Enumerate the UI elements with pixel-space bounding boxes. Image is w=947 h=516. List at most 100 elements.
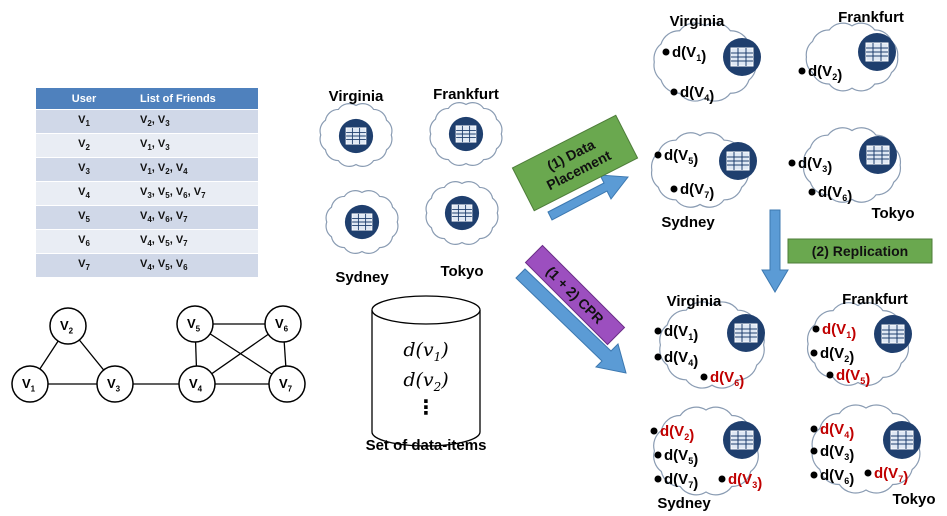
item-dot bbox=[810, 425, 818, 433]
replication-label: (2) Replication bbox=[787, 238, 933, 264]
placement-arrow bbox=[547, 174, 629, 221]
data-item-label: d(V4) bbox=[664, 349, 698, 370]
graph-node-label: V3 bbox=[107, 376, 121, 394]
item-dot bbox=[810, 471, 818, 479]
cpr-arrow bbox=[515, 268, 627, 374]
item-dot bbox=[788, 159, 796, 167]
graph-node-label: V2 bbox=[60, 318, 74, 336]
label-virginia: Virginia bbox=[667, 293, 722, 310]
data-item-label: d(V3) bbox=[728, 471, 762, 492]
graph-node bbox=[268, 365, 306, 403]
cylinder-top bbox=[371, 295, 481, 325]
table-cell-user: V4 bbox=[36, 181, 132, 206]
data-item-label: d(V5) bbox=[836, 367, 870, 388]
graph-node bbox=[178, 365, 216, 403]
data-item-label: d(V2) bbox=[808, 63, 842, 84]
data-item-label: d(V7) bbox=[874, 465, 908, 486]
table-cell-user: V3 bbox=[36, 157, 132, 182]
item-dot bbox=[654, 151, 662, 159]
graph-node bbox=[264, 305, 302, 343]
table-cell-friends: V1, V2, V4 bbox=[132, 157, 258, 182]
data-item-label: d(V6) bbox=[820, 467, 854, 488]
graph-node bbox=[49, 307, 87, 345]
item-dot bbox=[718, 475, 726, 483]
data-item-label: d(V3) bbox=[820, 443, 854, 464]
label-virginia: Virginia bbox=[670, 13, 725, 30]
label-tokyo: Tokyo bbox=[440, 263, 483, 280]
label-tokyo: Tokyo bbox=[871, 205, 914, 222]
replication-label-text: (2) Replication bbox=[812, 243, 908, 259]
table-cell-friends: V4, V6, V7 bbox=[132, 205, 258, 230]
item-dot bbox=[654, 451, 662, 459]
server-icon bbox=[873, 314, 913, 354]
item-dot bbox=[810, 447, 818, 455]
server-icon bbox=[344, 204, 380, 240]
data-item-label: d(V5) bbox=[664, 147, 698, 168]
graph-node-label: V5 bbox=[187, 316, 201, 334]
table-header-friends: List of Friends bbox=[132, 88, 258, 110]
table-cell-friends: V3, V5, V6, V7 bbox=[132, 181, 258, 206]
server-icon bbox=[722, 37, 762, 77]
item-dot bbox=[654, 353, 662, 361]
table-cell-friends: V1, V3 bbox=[132, 133, 258, 158]
label-sydney: Sydney bbox=[657, 495, 711, 512]
item-dot bbox=[812, 325, 820, 333]
server-icon bbox=[444, 195, 480, 231]
replication-arrow bbox=[761, 209, 789, 293]
data-item-label: d(V1) bbox=[664, 323, 698, 344]
item-dot bbox=[654, 327, 662, 335]
graph-node bbox=[96, 365, 134, 403]
data-item-label: d(V3) bbox=[798, 155, 832, 176]
datacenter-clouds bbox=[319, 22, 922, 496]
table-cell-user: V1 bbox=[36, 109, 132, 134]
server-icon bbox=[882, 420, 922, 460]
data-item-label: d(V5) bbox=[664, 447, 698, 468]
table-header-user: User bbox=[36, 88, 132, 110]
graph-node-label: V4 bbox=[189, 376, 203, 394]
data-item-label: d(V6) bbox=[818, 184, 852, 205]
graph-node-label: V7 bbox=[279, 376, 293, 394]
server-icon bbox=[718, 141, 758, 181]
table-cell-friends: V4, V5, V7 bbox=[132, 229, 258, 254]
item-dot bbox=[826, 371, 834, 379]
label-sydney: Sydney bbox=[661, 214, 715, 231]
table-cell-user: V6 bbox=[36, 229, 132, 254]
data-item: d(v1) bbox=[403, 339, 448, 364]
graph-node bbox=[11, 365, 49, 403]
item-dot bbox=[654, 475, 662, 483]
item-dot bbox=[864, 469, 872, 477]
item-dot bbox=[798, 67, 806, 75]
data-item: d(v2) bbox=[403, 369, 448, 394]
data-item-label: d(V2) bbox=[660, 423, 694, 444]
graph-node bbox=[176, 305, 214, 343]
table-cell-user: V7 bbox=[36, 253, 132, 277]
label-virginia: Virginia bbox=[329, 88, 384, 105]
cylinder-body bbox=[371, 310, 481, 447]
vertical-ellipsis: ⋮ bbox=[416, 395, 436, 419]
graph-node-label: V6 bbox=[275, 316, 289, 334]
data-item-label: d(V1) bbox=[822, 321, 856, 342]
graph-node-label: V1 bbox=[22, 376, 36, 394]
item-dot bbox=[700, 373, 708, 381]
server-icon bbox=[722, 420, 762, 460]
table-cell-friends: V2, V3 bbox=[132, 109, 258, 134]
label-frankfurt: Frankfurt bbox=[842, 291, 908, 308]
datastore-cylinder: d(v1)d(v2)⋮Set of data-items bbox=[366, 295, 486, 454]
data-item-label: d(V1) bbox=[672, 44, 706, 65]
label-tokyo: Tokyo bbox=[892, 491, 935, 508]
item-dot bbox=[810, 349, 818, 357]
data-item-label: d(V6) bbox=[710, 369, 744, 390]
data-item-label: d(V7) bbox=[664, 471, 698, 492]
item-dot bbox=[808, 188, 816, 196]
